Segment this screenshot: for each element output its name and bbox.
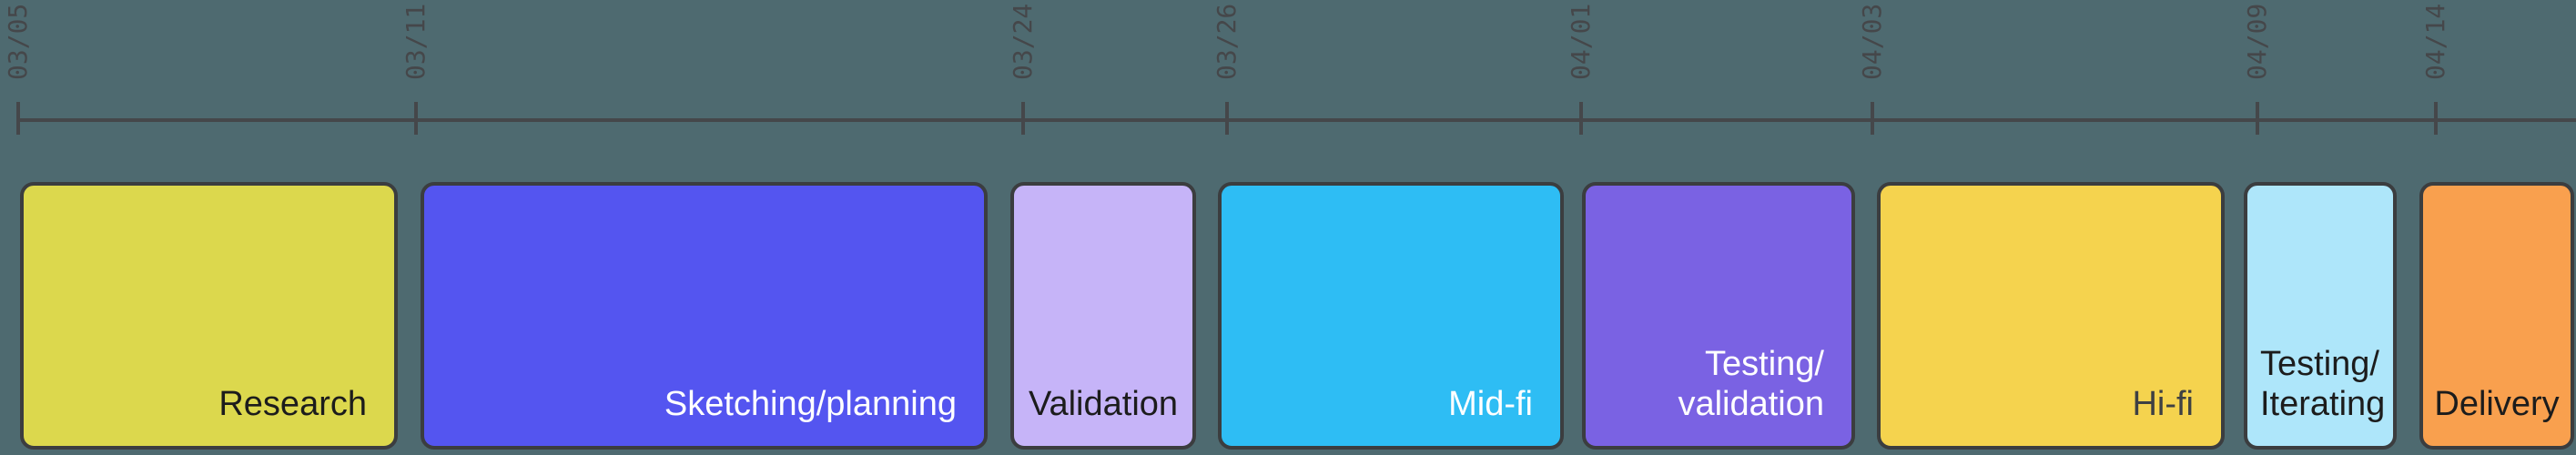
axis-date-label: 04/01 xyxy=(1566,3,1596,80)
phase-block-testing-iterating[interactable]: Testing/ Iterating xyxy=(2244,182,2397,450)
phase-label: Testing/ Iterating xyxy=(2260,344,2386,423)
axis-tick xyxy=(16,102,20,135)
axis-tick xyxy=(1225,102,1229,135)
axis-date-label: 03/05 xyxy=(3,3,33,80)
phase-label: Testing/ validation xyxy=(1678,344,1824,423)
axis-date-label: 03/11 xyxy=(401,3,431,80)
axis-tick xyxy=(2256,102,2259,135)
phase-label: Research xyxy=(218,384,367,423)
axis-tick xyxy=(1579,102,1583,135)
phase-block-sketching-planning[interactable]: Sketching/planning xyxy=(421,182,988,450)
axis-date-label: 04/09 xyxy=(2242,3,2272,80)
axis-tick xyxy=(2434,102,2438,135)
axis-date-label: 04/14 xyxy=(2420,3,2450,80)
axis-tick xyxy=(414,102,418,135)
phase-label: Hi-fi xyxy=(2132,384,2194,423)
axis-tick xyxy=(1021,102,1025,135)
phase-label: Validation xyxy=(1028,384,1179,423)
phase-block-testing-validation[interactable]: Testing/ validation xyxy=(1582,182,1855,450)
axis-date-label: 03/26 xyxy=(1212,3,1242,80)
phase-block-hi-fi[interactable]: Hi-fi xyxy=(1877,182,2225,450)
phase-label: Delivery xyxy=(2434,384,2560,423)
phase-block-validation[interactable]: Validation xyxy=(1010,182,1196,450)
phase-block-mid-fi[interactable]: Mid-fi xyxy=(1218,182,1564,450)
phase-block-research[interactable]: Research xyxy=(20,182,398,450)
axis-date-label: 04/03 xyxy=(1857,3,1887,80)
axis-date-label: 03/24 xyxy=(1008,3,1038,80)
phase-block-delivery[interactable]: Delivery xyxy=(2419,182,2574,450)
phase-label: Mid-fi xyxy=(1448,384,1533,423)
phase-label: Sketching/planning xyxy=(664,384,957,423)
axis-line xyxy=(18,118,2576,122)
axis-tick xyxy=(1871,102,1874,135)
